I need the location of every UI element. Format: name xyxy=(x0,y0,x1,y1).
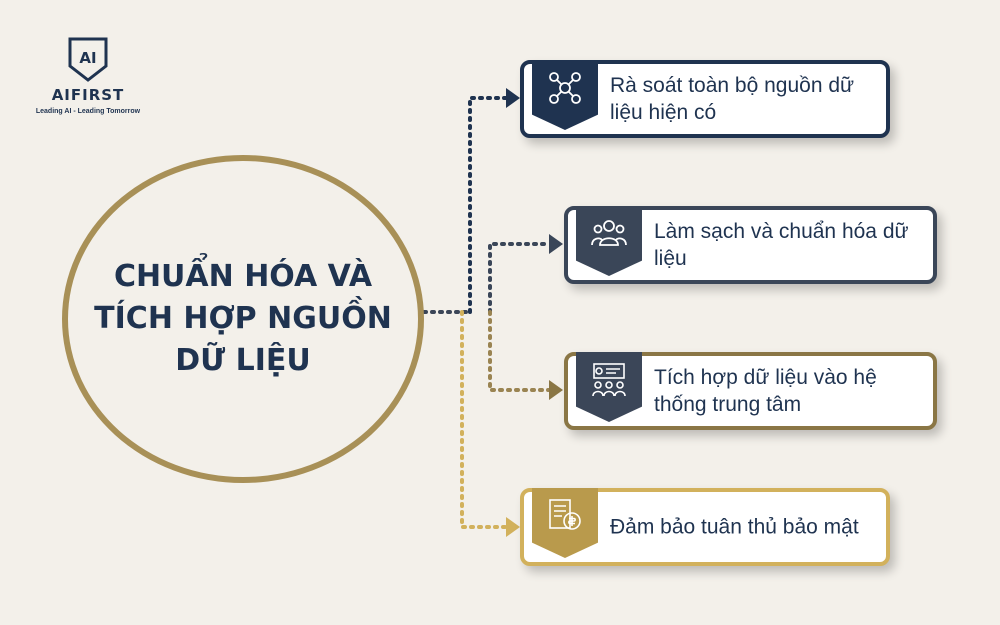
network-users-icon xyxy=(549,72,581,104)
hub-circle: CHUẨN HÓA VÀ TÍCH HỢP NGUỒN DỮ LIỆU xyxy=(62,155,424,483)
step-badge xyxy=(532,488,598,558)
people-group-icon xyxy=(591,220,627,246)
step-card-clean-data: Làm sạch và chuẩn hóa dữ liệu xyxy=(564,206,937,284)
step-label: Rà soát toàn bộ nguồn dữ liệu hiện có xyxy=(610,74,855,124)
logo-name: AIFIRST xyxy=(51,86,125,104)
step-label: Đảm bảo tuân thủ bảo mật xyxy=(610,515,859,539)
brand-logo: AI AIFIRST Leading AI - Leading Tomorrow xyxy=(28,36,148,115)
step-badge xyxy=(576,206,642,276)
step-card-ensure-security: Đảm bảo tuân thủ bảo mật xyxy=(520,488,890,566)
step-card-integrate-data: Tích hợp dữ liệu vào hệ thống trung tâm xyxy=(564,352,937,430)
hub-title: CHUẨN HÓA VÀ TÍCH HỢP NGUỒN DỮ LIỆU xyxy=(94,259,392,378)
step-badge xyxy=(576,352,642,422)
meeting-presentation-icon xyxy=(592,363,626,397)
step-card-review-sources: Rà soát toàn bộ nguồn dữ liệu hiện có xyxy=(520,60,890,138)
logo-mark-text: AI xyxy=(79,49,96,67)
step-label: Tích hợp dữ liệu vào hệ thống trung tâm xyxy=(654,366,877,416)
logo-shield-icon: AI xyxy=(68,37,108,82)
step-label: Làm sạch và chuẩn hóa dữ liệu xyxy=(654,220,909,270)
logo-tagline: Leading AI - Leading Tomorrow xyxy=(35,108,141,115)
step-badge xyxy=(532,60,598,130)
secure-document-icon xyxy=(549,499,581,530)
